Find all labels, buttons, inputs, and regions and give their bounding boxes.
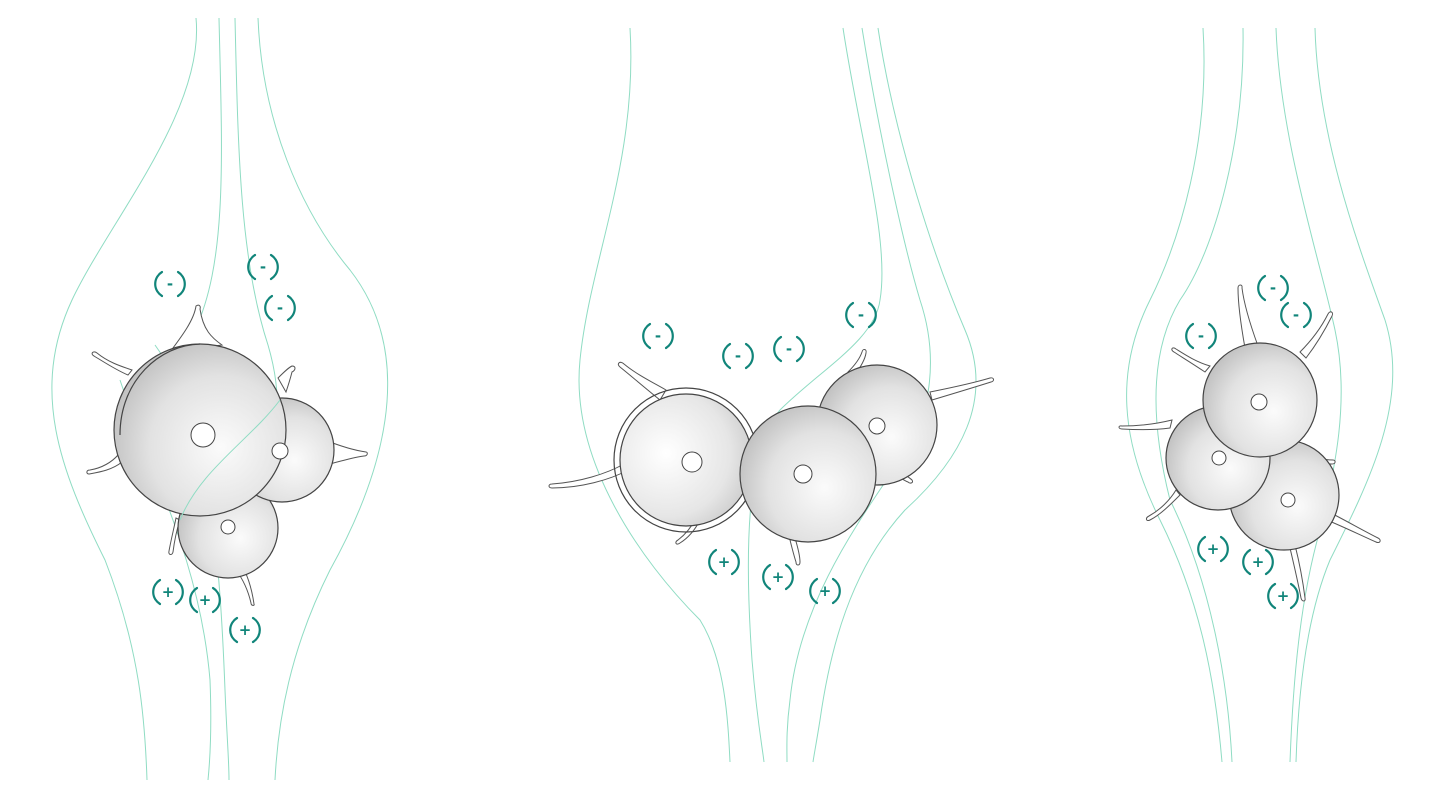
ion-sign: + [1252,553,1265,571]
particle-nucleus [191,423,215,447]
panel-right: - - - + + + [1119,28,1393,762]
ion-sign: + [772,568,785,586]
ion-sign: - [260,258,266,276]
ion-positive: + [763,565,793,589]
ion-sign: - [1270,279,1276,297]
ion-positive: + [1268,584,1298,608]
panel-middle: - - - - + + + [549,28,994,762]
particle-cluster-left [114,344,334,578]
particle-nucleus [221,520,235,534]
ion-sign: - [1198,327,1204,345]
particle-nucleus [1212,451,1226,465]
ion-negative: - [265,296,295,320]
ion-negative: - [248,255,278,279]
particle-nucleus [1251,394,1267,410]
ion-sign: + [1207,540,1220,558]
ion-sign: - [786,340,792,358]
particle-nucleus [272,443,288,459]
panel-left: - - - + + + [52,18,388,780]
ion-sign: - [655,327,661,345]
particle-nucleus [682,452,702,472]
ion-sign: - [167,275,173,293]
ion-sign: + [199,591,212,609]
ion-positive: + [1243,550,1273,574]
ion-sign: - [277,299,283,317]
ion-positive: + [1198,537,1228,561]
ion-negative: - [643,324,673,348]
ion-negative: - [1281,303,1311,327]
particle-cluster-right [1166,343,1339,550]
particle-nucleus [794,465,812,483]
ion-positive: + [810,579,840,603]
ion-sign: - [1293,306,1299,324]
ion-sign: + [718,553,731,571]
ion-sign: + [239,621,252,639]
ion-sign: + [162,583,175,601]
ion-negative: - [155,272,185,296]
ion-positive: + [230,618,260,642]
ion-negative: - [774,337,804,361]
ion-positive: + [709,550,739,574]
ion-sign: - [735,347,741,365]
ion-sign: + [819,582,832,600]
ion-negative: - [1186,324,1216,348]
particle-cluster-middle [614,365,937,542]
particle-nucleus [1281,493,1295,507]
ion-negative: - [1258,276,1288,300]
ion-positive: + [153,580,183,604]
particle-nucleus [869,418,885,434]
ion-sign: - [858,306,864,324]
ion-sign: + [1277,587,1290,605]
ion-negative: - [723,344,753,368]
